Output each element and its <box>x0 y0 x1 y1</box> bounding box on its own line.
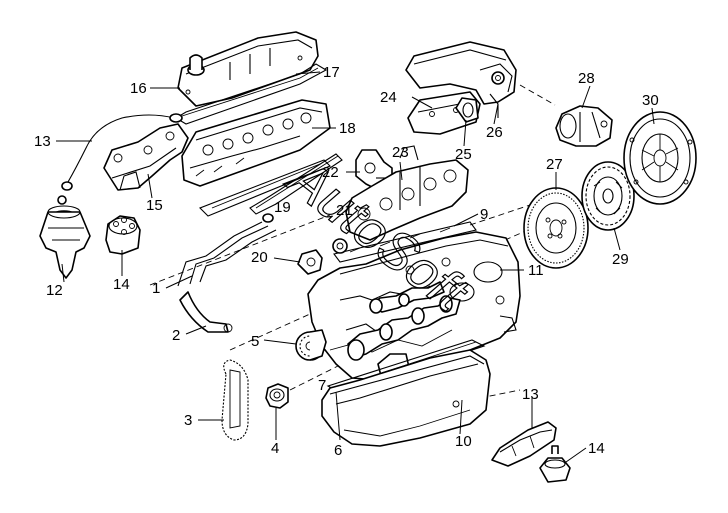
pressure-plate <box>623 111 697 205</box>
callout-11: 11 <box>528 262 544 279</box>
distributor <box>39 195 91 279</box>
callout-4: 4 <box>271 440 279 457</box>
callout-24: 22 <box>322 164 339 181</box>
cylinder-head <box>181 99 331 187</box>
callout-27: 25 <box>455 146 472 163</box>
sensor-wire <box>61 113 183 191</box>
oil-pan <box>321 349 491 447</box>
valve-cover <box>177 31 319 107</box>
leader-lines <box>56 71 655 463</box>
callout-19: 17 <box>323 64 340 81</box>
callout-20: 18 <box>339 120 356 137</box>
callout-25: 23 <box>392 144 409 161</box>
clutch-disc <box>581 161 635 231</box>
callout-26: 24 <box>380 89 397 106</box>
callout-15: 13 <box>34 133 51 150</box>
intake-manifold <box>345 145 469 241</box>
callout-22: 20 <box>251 249 268 266</box>
callout-12: 13 <box>522 386 539 403</box>
callout-7: 7 <box>318 377 326 394</box>
callout-9: 9 <box>480 206 488 223</box>
callout-3: 3 <box>184 412 192 429</box>
cam-sprocket <box>295 329 327 361</box>
callout-23: 21 <box>336 202 353 219</box>
starter-motor <box>555 105 613 147</box>
coolant-hose <box>179 291 233 333</box>
callout-21: 19 <box>274 199 291 216</box>
callout-31: 29 <box>612 251 629 268</box>
rocker-gasket <box>332 221 477 263</box>
callout-1: 1 <box>152 280 160 297</box>
callout-6: 6 <box>334 442 342 459</box>
head-gasket <box>199 159 331 217</box>
callout-17: 15 <box>146 197 163 214</box>
callout-2: 2 <box>172 327 180 344</box>
engine-mount-insulator <box>539 445 571 483</box>
flywheel <box>523 187 589 269</box>
callout-13: 14 <box>588 440 605 457</box>
callout-32: 30 <box>642 92 659 109</box>
crank-sprocket <box>265 383 289 409</box>
idler-pulley <box>297 249 323 275</box>
callout-10: 10 <box>455 433 472 450</box>
timing-chain <box>221 359 249 441</box>
timing-cover-gasket <box>249 153 343 215</box>
callout-labels: 16 17 18 13 15 12 14 1 2 3 4 5 6 7 10 13… <box>34 64 659 459</box>
callout-30: 28 <box>578 70 595 87</box>
callout-16: 14 <box>113 276 130 293</box>
exhaust-manifold <box>103 123 189 191</box>
valve-cover-gasket <box>174 63 328 125</box>
engine-block <box>307 231 521 383</box>
dipstick-tubes <box>177 213 277 287</box>
callout-14: 12 <box>46 282 63 299</box>
callout-29: 27 <box>546 156 563 173</box>
throttle-body <box>455 97 479 123</box>
callout-28: 26 <box>486 124 503 141</box>
engine-mount-bracket <box>491 421 557 467</box>
distributor-cap <box>105 215 141 255</box>
callout-5: 5 <box>251 333 259 350</box>
callout-18: 16 <box>130 80 147 97</box>
intake-plenum <box>405 41 517 118</box>
